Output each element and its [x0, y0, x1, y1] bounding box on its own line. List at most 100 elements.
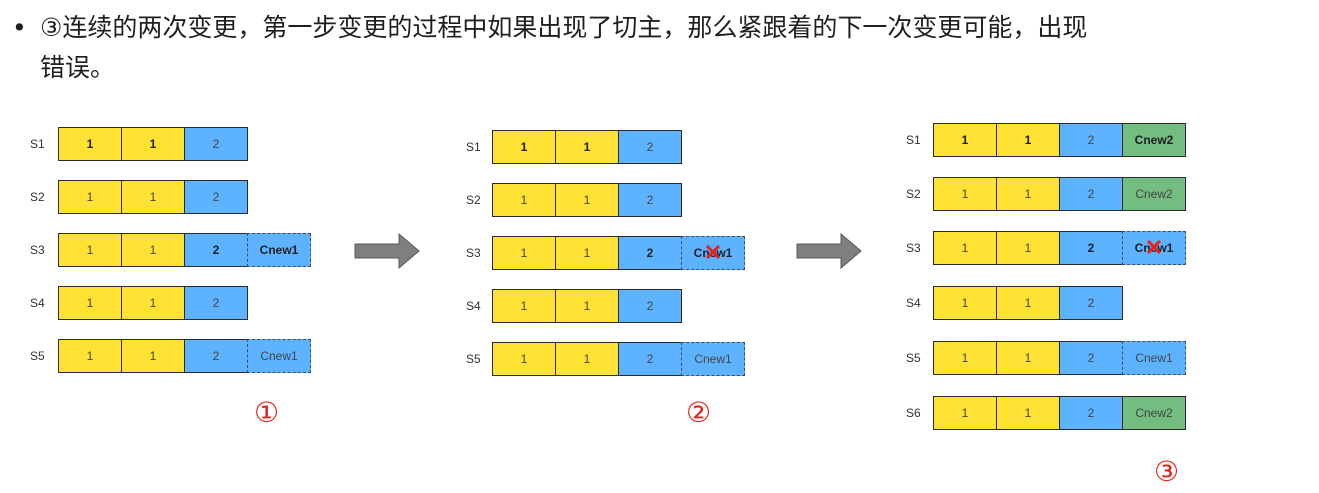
log-entry-cell: 1 [58, 180, 122, 214]
cell-text: 2 [1087, 351, 1095, 365]
config-entry-cell: Cnew2 [1122, 396, 1186, 430]
cell-text: 1 [149, 190, 157, 204]
config-entry-cell: Cnew2 [1122, 177, 1186, 211]
log-entry-cell: 1 [933, 231, 997, 265]
log-entry-cell: 1 [121, 180, 185, 214]
cell-text: 2 [1087, 187, 1095, 201]
cell-text: 2 [1087, 133, 1095, 147]
cell-text: 1 [86, 190, 94, 204]
config-entry-cell: Cnew1 [681, 342, 745, 376]
log-row: 1 1 2 Cnew2 [933, 123, 1186, 157]
config-entry-cell: Cnew1 [1122, 341, 1186, 375]
cell-text: 2 [1087, 406, 1095, 420]
log-entry-cell: 1 [996, 123, 1060, 157]
server-label: S1 [30, 137, 45, 151]
log-entry-cell: 2 [618, 289, 682, 323]
log-entry-cell: 1 [933, 177, 997, 211]
log-entry-cell: 1 [492, 183, 556, 217]
log-row: 1 1 2 [58, 127, 248, 161]
cell-text: 2 [212, 296, 220, 310]
log-entry-cell: 1 [996, 286, 1060, 320]
config-entry-cell: Cnew2 [1122, 123, 1186, 157]
cell-text: 1 [149, 349, 157, 363]
log-entry-cell: 1 [121, 339, 185, 373]
log-entry-cell: 1 [933, 286, 997, 320]
log-entry-cell: 1 [492, 130, 556, 164]
log-entry-cell: 2 [618, 183, 682, 217]
log-entry-cell: 2 [1059, 286, 1123, 320]
log-entry-cell: 1 [996, 231, 1060, 265]
cell-text: Cnew2 [1135, 406, 1173, 420]
cell-text: 1 [583, 299, 591, 313]
log-entry-cell: 1 [58, 233, 122, 267]
log-entry-cell: 1 [555, 289, 619, 323]
cell-text: 2 [212, 137, 220, 151]
server-label: S5 [30, 349, 45, 363]
cell-text: 1 [961, 351, 969, 365]
cell-text: Cnew1 [1135, 351, 1173, 365]
log-row: 1 1 2 Cnew1 [58, 339, 311, 373]
config-entry-cell: Cnew1 [247, 339, 311, 373]
cell-text: 1 [86, 296, 94, 310]
arrow-right-icon [354, 233, 420, 269]
cell-text: 1 [961, 241, 969, 255]
log-entry-cell: 2 [184, 233, 248, 267]
log-entry-cell: 2 [1059, 123, 1123, 157]
log-entry-cell: 2 [184, 127, 248, 161]
bullet-dot: • [12, 13, 27, 42]
cell-text: 2 [1087, 296, 1095, 310]
log-entry-cell: 2 [1059, 231, 1123, 265]
server-label: S4 [906, 296, 921, 310]
log-row: 1 1 2 [58, 180, 248, 214]
cell-text: 2 [646, 352, 654, 366]
log-entry-cell: 2 [618, 342, 682, 376]
log-entry-cell: 2 [618, 130, 682, 164]
cell-text: 1 [520, 246, 528, 260]
cell-text: 1 [1024, 351, 1032, 365]
config-entry-cell: Cnew1✕ [681, 236, 745, 270]
log-entry-cell: 1 [555, 183, 619, 217]
log-entry-cell: 1 [121, 286, 185, 320]
config-entry-cell: Cnew1✕ [1122, 231, 1186, 265]
cell-text: 1 [86, 137, 94, 151]
cell-text: 2 [646, 140, 654, 154]
log-entry-cell: 1 [58, 127, 122, 161]
arrow-right-icon [796, 233, 862, 269]
cell-text: Cnew2 [1134, 133, 1174, 147]
log-entry-cell: 1 [933, 396, 997, 430]
log-entry-cell: 2 [184, 286, 248, 320]
cell-text: 2 [212, 190, 220, 204]
cell-text: 1 [961, 296, 969, 310]
cross-icon: ✕ [1144, 235, 1164, 260]
step-marker: ① [254, 396, 280, 429]
cross-icon: ✕ [703, 240, 723, 265]
log-entry-cell: 1 [58, 286, 122, 320]
cell-text: 1 [149, 137, 157, 151]
server-label: S4 [466, 299, 481, 313]
log-entry-cell: 1 [58, 339, 122, 373]
cell-text: 1 [583, 352, 591, 366]
log-row: 1 1 2 [933, 286, 1123, 320]
cell-text: 1 [961, 406, 969, 420]
server-label: S5 [466, 352, 481, 366]
cell-text: Cnew1 [260, 349, 298, 363]
cell-text: Cnew2 [1135, 187, 1173, 201]
step-marker: ② [686, 396, 712, 429]
server-label: S4 [30, 296, 45, 310]
cell-text: 1 [86, 349, 94, 363]
cell-text: 1 [149, 243, 157, 257]
log-entry-cell: 2 [184, 339, 248, 373]
server-label: S1 [906, 133, 921, 147]
server-label: S3 [30, 243, 45, 257]
server-label: S2 [30, 190, 45, 204]
log-entry-cell: 1 [933, 123, 997, 157]
log-row: 1 1 2 [58, 286, 248, 320]
cell-text: 1 [583, 246, 591, 260]
cell-text: 1 [961, 133, 969, 147]
cell-text: 1 [520, 140, 528, 154]
